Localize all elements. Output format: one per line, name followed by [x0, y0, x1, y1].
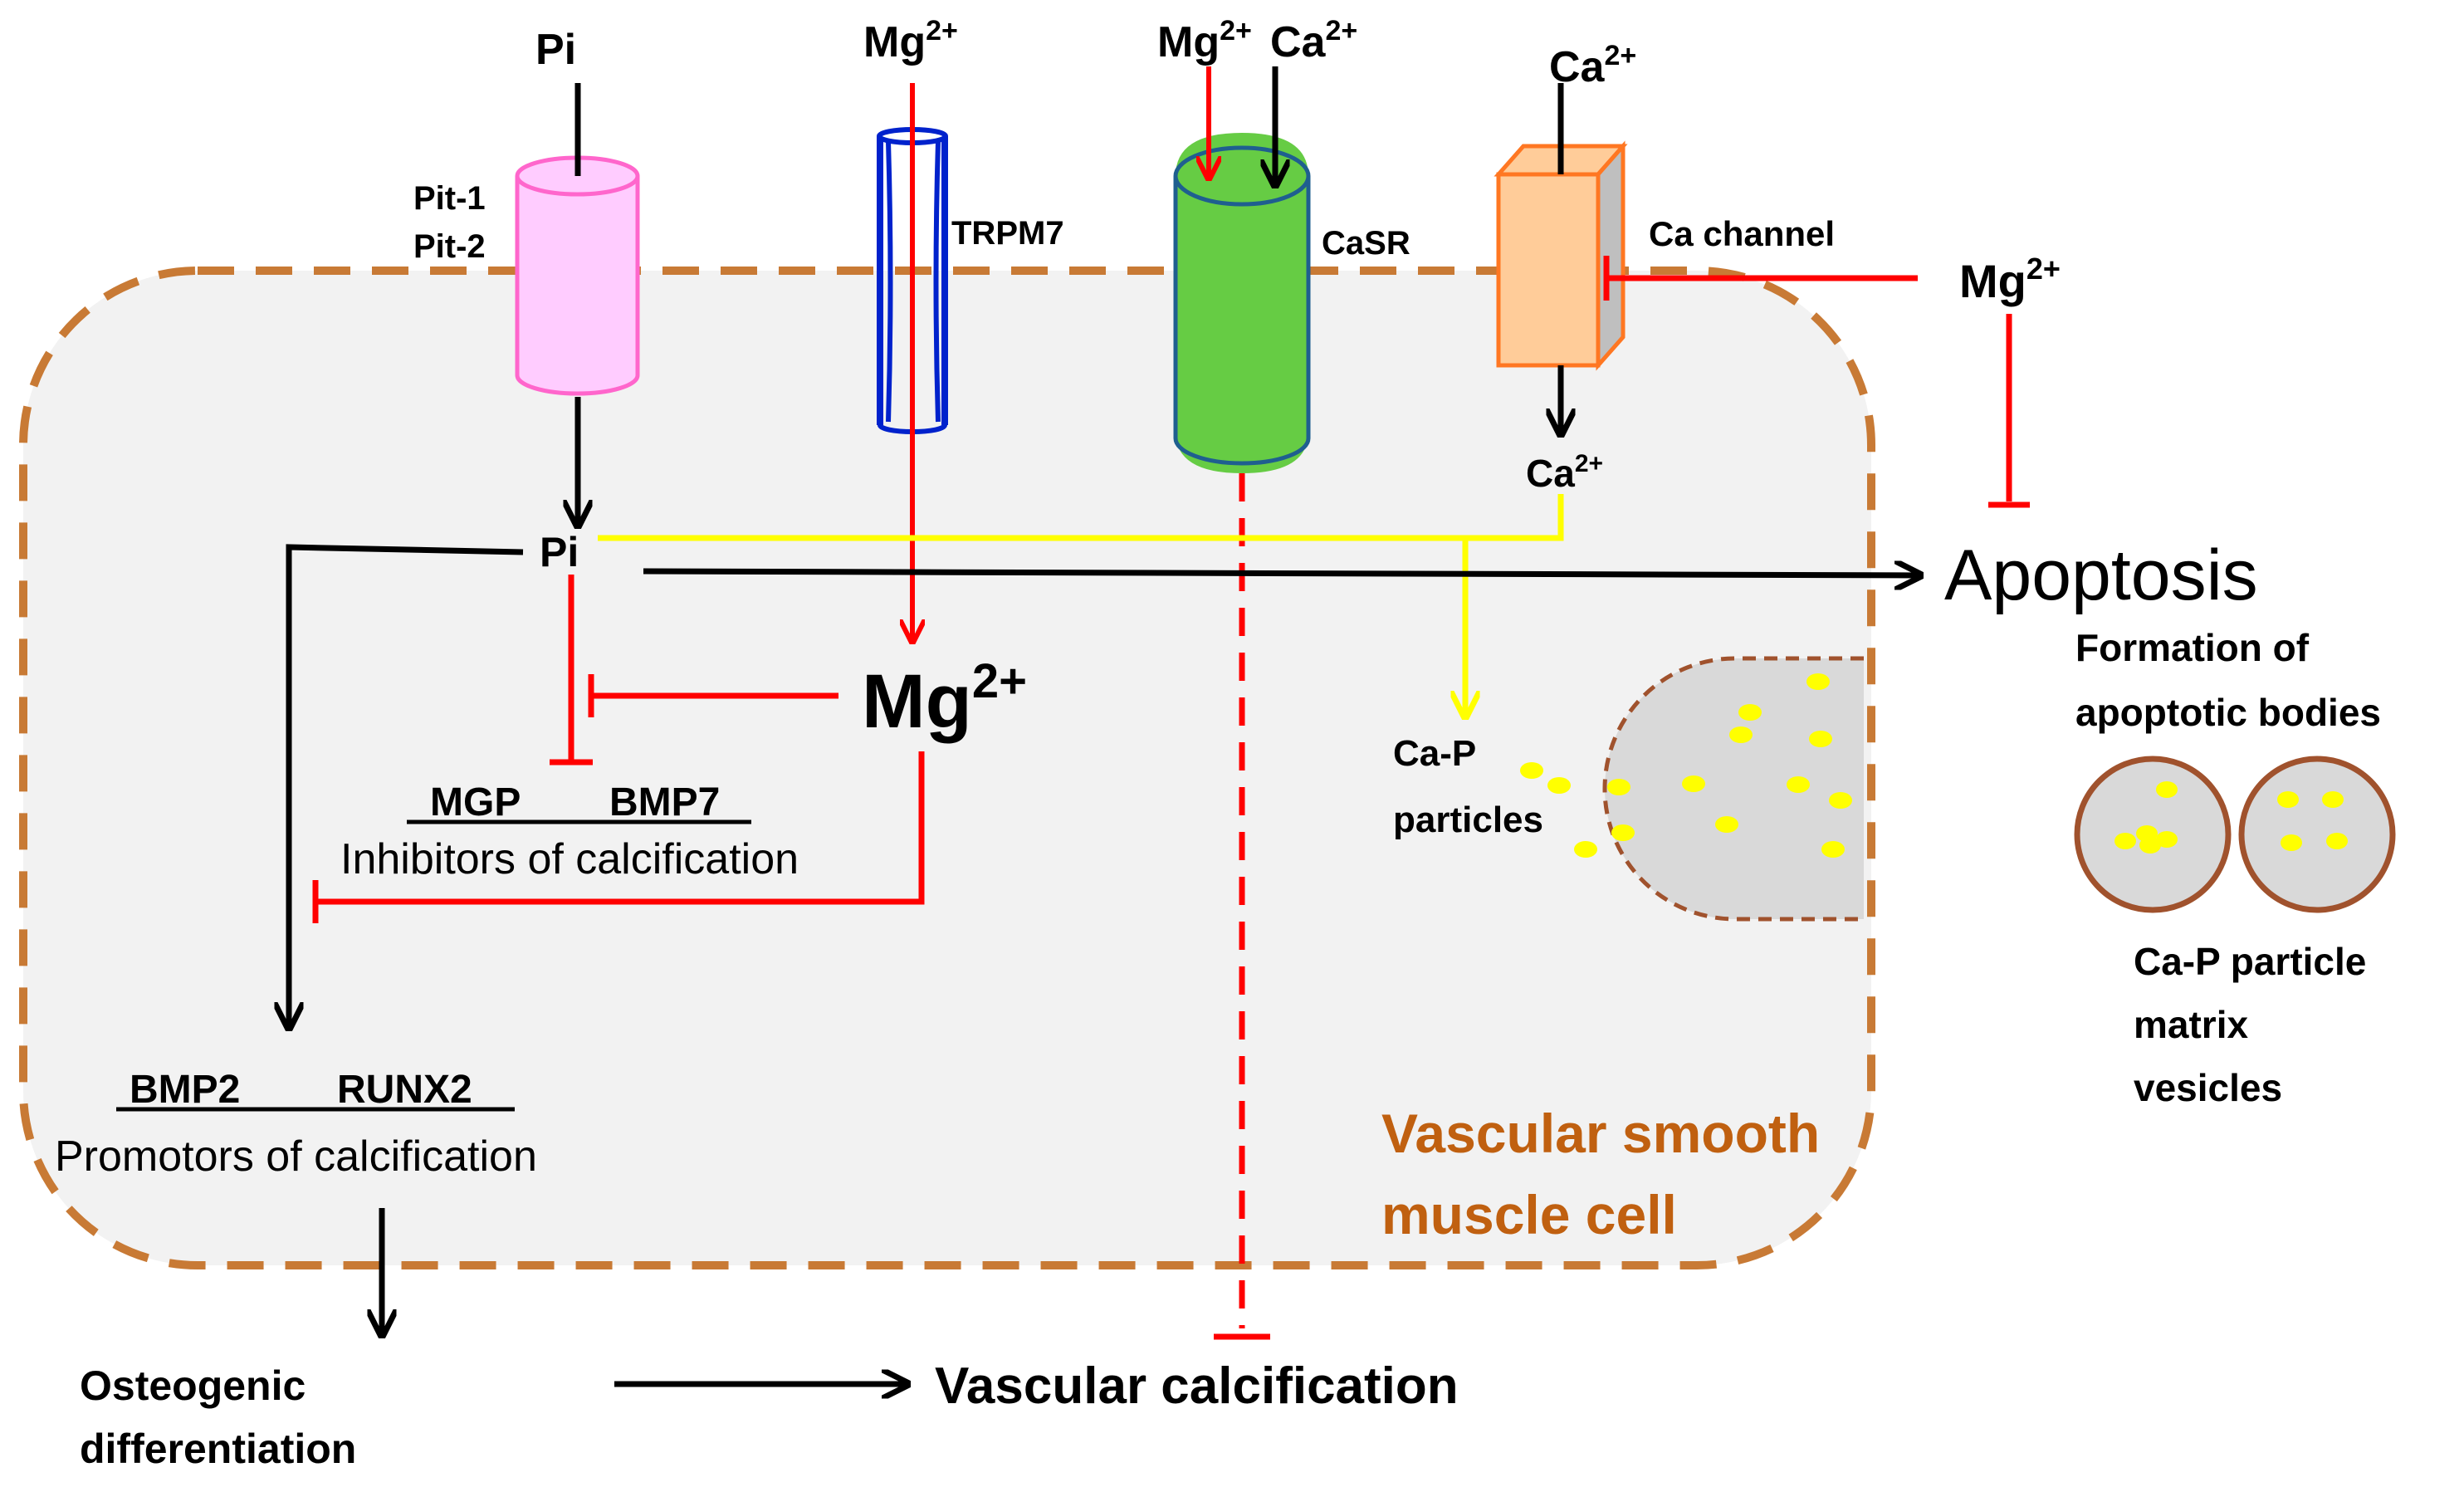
- ca-casr-label: Ca2+: [1270, 15, 1357, 66]
- apoptosis-label: Apoptosis: [1944, 536, 2258, 615]
- mg-center-label: Mg2+: [862, 654, 1027, 744]
- vascular-calcification-label: Vascular calcification: [935, 1357, 1459, 1415]
- osteogenic-line2: differentiation: [80, 1426, 356, 1472]
- mg-top-label: Mg2+: [863, 15, 958, 66]
- trpm7-label: TRPM7: [951, 215, 1064, 252]
- pi-apoptosis-arrow: [643, 571, 1918, 575]
- vesicle-particles: [1682, 673, 1852, 858]
- matrix-line3: vesicles: [2134, 1066, 2282, 1109]
- ca-top-label: Ca2+: [1549, 40, 1636, 91]
- mg-promotors-inhibit: [315, 751, 925, 905]
- formation-line2: apoptotic bodies: [2075, 691, 2381, 734]
- mg-right-label: Mg2+: [1959, 252, 2061, 307]
- intracellular-vesicle: [1602, 656, 1864, 922]
- pit2-label: Pit-2: [413, 228, 486, 265]
- formation-line1: Formation of: [2075, 626, 2310, 669]
- pit1-label: Pit-1: [413, 180, 486, 217]
- ca-channel-label: Ca channel: [1649, 214, 1835, 253]
- cell-label-line1: Vascular smooth: [1381, 1103, 1820, 1164]
- matrix-line2: matrix: [2134, 1003, 2248, 1046]
- mg-casr-label: Mg2+: [1157, 15, 1252, 66]
- osteogenic-line1: Osteogenic: [80, 1362, 306, 1409]
- inhibitors-caption: Inhibitors of calcification: [340, 835, 799, 883]
- casr-label: CaSR: [1322, 225, 1410, 262]
- casr-receptor: [1173, 133, 1311, 473]
- bmp2-label: BMP2: [130, 1068, 240, 1112]
- pi-promotors-arrow: [289, 544, 524, 1025]
- runx2-label: RUNX2: [337, 1068, 472, 1112]
- ca-p-particles-line1: Ca-P: [1393, 733, 1476, 774]
- bmp7-label: BMP7: [609, 780, 720, 824]
- promotors-caption: Promotors of calcification: [55, 1132, 537, 1181]
- ca-p-particles-line2: particles: [1393, 800, 1543, 840]
- mgp-label: MGP: [430, 780, 521, 824]
- apoptotic-bodies: [2074, 756, 2396, 913]
- ca-channel: [1494, 140, 1628, 371]
- pit-transporter: [515, 155, 640, 396]
- pi-top-label: Pi: [535, 26, 576, 74]
- ca-inside-label: Ca2+: [1526, 450, 1603, 495]
- ca-p-particles: [1520, 762, 1635, 858]
- matrix-line1: Ca-P particle: [2134, 940, 2366, 983]
- ca-pi-yellow-path: [598, 494, 1564, 541]
- vsmc-cell-membrane: [19, 267, 1875, 1269]
- cell-label-line2: muscle cell: [1381, 1184, 1677, 1245]
- pi-inside-label: Pi: [540, 529, 579, 575]
